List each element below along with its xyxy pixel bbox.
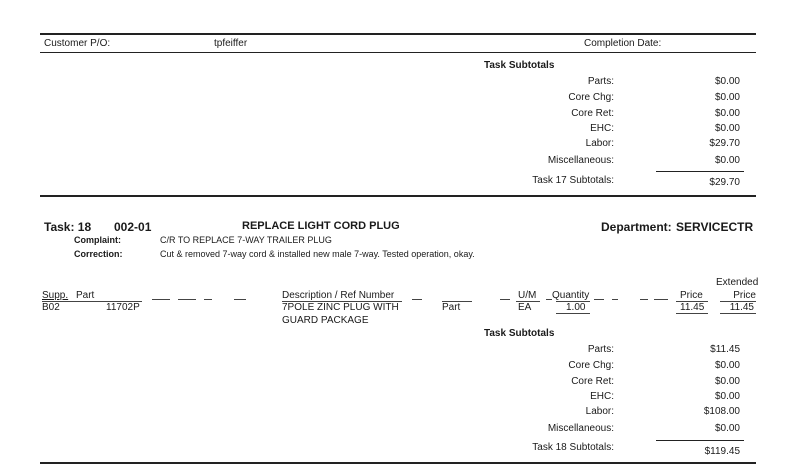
task17-row-label: Parts: xyxy=(587,76,614,87)
line-item-type: Part xyxy=(442,302,461,313)
header-underline xyxy=(640,299,648,300)
task18-total-value: $119.45 xyxy=(704,446,740,457)
header-underline xyxy=(720,301,756,302)
task17-row-value: $0.00 xyxy=(714,76,740,87)
customer-po-label: Customer P/O: xyxy=(44,38,111,49)
line-item-um: EA xyxy=(518,302,532,313)
col-header-part: Part xyxy=(76,290,95,301)
task17-total-value: $29.70 xyxy=(709,177,740,188)
task17-row-label: EHC: xyxy=(590,123,614,134)
header-top-rule xyxy=(40,33,756,35)
task18-row-label: EHC: xyxy=(590,391,614,402)
header-underline xyxy=(42,301,142,302)
bottom-rule xyxy=(40,462,756,464)
row-underline xyxy=(720,313,756,314)
task18-row-value: $0.00 xyxy=(714,391,740,402)
header-underline xyxy=(654,299,668,300)
header-underline xyxy=(612,299,618,300)
task17-row-value: $0.00 xyxy=(714,92,740,103)
task18-row-label: Parts: xyxy=(587,344,614,355)
row-underline xyxy=(556,313,590,314)
task18-row-label: Miscellaneous: xyxy=(547,423,614,434)
header-underline xyxy=(442,301,472,302)
task17-row-value: $0.00 xyxy=(714,108,740,119)
header-underline xyxy=(676,301,708,302)
header-underline xyxy=(178,299,196,300)
col-header-description: Description / Ref Number xyxy=(282,290,395,301)
header-underline xyxy=(282,301,402,302)
task18-row-value: $108.00 xyxy=(703,406,740,417)
task17-row-value: $0.00 xyxy=(714,123,740,134)
task18-row-label: Core Ret: xyxy=(571,376,614,387)
header-underline xyxy=(594,299,604,300)
task18-title: REPLACE LIGHT CORD PLUG xyxy=(242,220,400,232)
department-value: SERVICECTR xyxy=(676,220,754,234)
task17-total-label: Task 17 Subtotals: xyxy=(532,175,614,186)
task18-total-label: Task 18 Subtotals: xyxy=(532,442,614,453)
department-label: Department: xyxy=(601,220,672,234)
task17-row-label: Core Chg: xyxy=(568,92,614,103)
correction-text: Cut & removed 7-way cord & installed new… xyxy=(160,249,475,259)
task18-total-rule xyxy=(656,440,744,441)
task17-row-value: $0.00 xyxy=(714,155,740,166)
section-divider xyxy=(40,195,756,197)
header-underline xyxy=(556,301,590,302)
line-item-part: 11702P xyxy=(106,302,140,313)
correction-label: Correction: xyxy=(74,249,123,259)
row-underline xyxy=(676,313,708,314)
header-underline xyxy=(500,299,510,300)
task18-row-value: $11.45 xyxy=(710,344,740,355)
task17-subtotals-title: Task Subtotals xyxy=(484,60,555,71)
task18-subtotals-title: Task Subtotals xyxy=(484,328,555,339)
line-item-description-1: 7POLE ZINC PLUG WITH xyxy=(282,302,399,313)
task17-row-label: Miscellaneous: xyxy=(547,155,614,166)
task18-label: Task: 18 xyxy=(44,220,92,234)
task18-row-label: Core Chg: xyxy=(568,360,614,371)
header-underline xyxy=(204,299,212,300)
line-item-price: 11.45 xyxy=(680,302,705,313)
header-underline xyxy=(152,299,170,300)
task18-row-value: $0.00 xyxy=(714,423,740,434)
header-underline xyxy=(234,299,246,300)
task17-row-value: $29.70 xyxy=(709,138,740,149)
task18-row-label: Labor: xyxy=(585,406,614,417)
task17-total-rule xyxy=(656,171,744,172)
col-header-um: U/M xyxy=(518,290,537,301)
customer-po-value: tpfeiffer xyxy=(214,38,248,49)
header-underline xyxy=(412,299,422,300)
task18-code: 002-01 xyxy=(114,220,152,234)
header-underline xyxy=(516,301,540,302)
col-header-price: Price xyxy=(680,290,703,301)
col-header-extended-top: Extended xyxy=(716,277,759,288)
task18-row-value: $0.00 xyxy=(714,376,740,387)
col-header-quantity: Quantity xyxy=(552,290,590,301)
task17-row-label: Core Ret: xyxy=(571,108,614,119)
line-item-description-2: GUARD PACKAGE xyxy=(282,315,369,326)
line-item-extended: 11.45 xyxy=(729,302,754,313)
task17-row-label: Labor: xyxy=(585,138,614,149)
complaint-text: C/R TO REPLACE 7-WAY TRAILER PLUG xyxy=(160,235,332,245)
line-item-supp: B02 xyxy=(42,302,60,313)
col-header-extended-bottom: Price xyxy=(733,290,756,301)
complaint-label: Complaint: xyxy=(74,235,121,245)
line-item-quantity: 1.00 xyxy=(566,302,586,313)
header-underline xyxy=(546,299,552,300)
header-bottom-rule xyxy=(40,52,756,53)
task18-row-value: $0.00 xyxy=(714,360,740,371)
col-header-supp: Supp. xyxy=(42,290,69,301)
completion-date-label: Completion Date: xyxy=(584,38,662,49)
